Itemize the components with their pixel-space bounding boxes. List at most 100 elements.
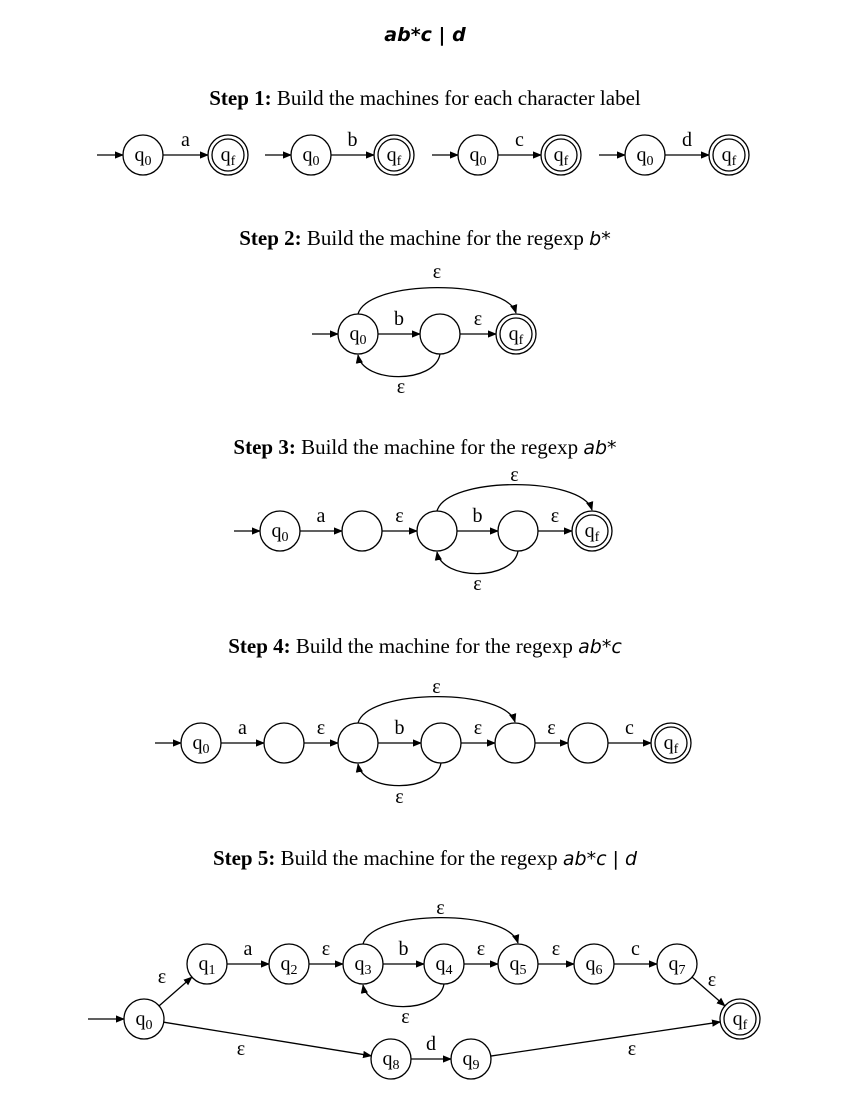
edge-label: ε	[322, 938, 330, 960]
epsilon-loop-arrow	[357, 287, 518, 315]
step-text: Build the machines for each character la…	[276, 86, 641, 110]
start-state: q0	[624, 134, 666, 176]
step-regex: ab*	[583, 437, 617, 459]
final-state: qf	[719, 998, 761, 1040]
edge-label: c	[625, 717, 634, 739]
final-state: qf	[571, 510, 613, 552]
edge-label: ε	[628, 1038, 636, 1060]
final-state: qf	[540, 134, 582, 176]
transition-arrow	[158, 976, 193, 1007]
epsilon-loop-arrow	[357, 696, 517, 724]
step-label: Step 5:	[212, 846, 276, 870]
edges	[88, 151, 726, 1063]
edge-label: ε	[317, 717, 325, 739]
edge-label: ε	[395, 786, 403, 808]
edge-label: c	[631, 938, 640, 960]
edge-label: ε	[401, 1006, 409, 1028]
epsilon-loop-arrow	[362, 917, 520, 945]
step-regex: ab*c | d	[562, 848, 638, 870]
edge-label: a	[238, 717, 247, 739]
state-q8: q8	[370, 1038, 412, 1080]
edge-label: ε	[474, 717, 482, 739]
final-state: qf	[650, 722, 692, 764]
step-1-title: Step 1: Build the machines for each char…	[0, 86, 850, 110]
state	[497, 510, 539, 552]
edge-label: ε	[547, 717, 555, 739]
step-text: Build the machine for the regexp	[301, 435, 579, 459]
edge-label: b	[348, 129, 358, 151]
edge-label: ε	[237, 1038, 245, 1060]
edge-label: b	[473, 505, 483, 527]
step-text: Build the machine for the regexp	[280, 846, 558, 870]
step-label: Step 4:	[228, 634, 291, 658]
start-state: q0	[180, 722, 222, 764]
start-state: q0	[259, 510, 301, 552]
state-q4: q4	[423, 943, 465, 985]
edge-label: ε	[397, 376, 405, 398]
final-state: qf	[373, 134, 415, 176]
final-state: qf	[708, 134, 750, 176]
step-label: Step 3:	[233, 435, 296, 459]
edge-label: b	[399, 938, 409, 960]
step-3-title: Step 3: Build the machine for the regexp…	[0, 435, 850, 460]
state-q1: q1	[186, 943, 228, 985]
edge-label: d	[682, 129, 692, 151]
step-2-title: Step 2: Build the machine for the regexp…	[0, 226, 850, 251]
state-q2: q2	[268, 943, 310, 985]
start-state: q0	[122, 134, 164, 176]
edge-label: ε	[552, 938, 560, 960]
state	[494, 722, 536, 764]
edge-label: b	[394, 308, 404, 330]
edge-label: c	[515, 129, 524, 151]
step-regex: ab*c	[578, 636, 622, 658]
state	[341, 510, 383, 552]
start-state: q0	[337, 313, 379, 355]
state	[567, 722, 609, 764]
edge-label: a	[181, 129, 190, 151]
start-state: q0	[457, 134, 499, 176]
edge-label: ε	[436, 897, 444, 919]
transition-arrow	[490, 1019, 722, 1057]
transition-arrow	[163, 1021, 373, 1059]
epsilon-loop-arrow	[436, 484, 594, 512]
step-regex: b*	[589, 228, 611, 250]
epsilon-loop-arrow	[355, 762, 442, 787]
edge-label: ε	[477, 938, 485, 960]
edge-label: ε	[473, 573, 481, 595]
edge-label: ε	[510, 464, 518, 486]
state	[420, 722, 462, 764]
edge-label: a	[317, 505, 326, 527]
epsilon-loop-arrow	[360, 983, 445, 1008]
step-5-title: Step 5: Build the machine for the regexp…	[0, 846, 850, 871]
step-4-title: Step 4: Build the machine for the regexp…	[0, 634, 850, 659]
state-q9: q9	[450, 1038, 492, 1080]
epsilon-loop-arrow	[355, 353, 441, 378]
header-regex: ab*c | d	[384, 24, 466, 46]
edge-label: a	[244, 938, 253, 960]
edge-label: ε	[432, 676, 440, 698]
edge-label: ε	[474, 308, 482, 330]
step-text: Build the machine for the regexp	[295, 634, 573, 658]
state-q0: q0	[123, 998, 165, 1040]
edge-label: ε	[433, 261, 441, 283]
state	[419, 313, 461, 355]
state-q5: q5	[497, 943, 539, 985]
edge-label: ε	[158, 966, 166, 988]
edge-label: ε	[395, 505, 403, 527]
state-q7: q7	[656, 943, 698, 985]
state	[416, 510, 458, 552]
state	[263, 722, 305, 764]
start-state: q0	[290, 134, 332, 176]
final-state: qf	[207, 134, 249, 176]
final-state: qf	[495, 313, 537, 355]
step-label: Step 2:	[239, 226, 302, 250]
edge-label: ε	[708, 969, 716, 991]
state-q3: q3	[342, 943, 384, 985]
transition-arrow	[691, 976, 726, 1007]
state	[337, 722, 379, 764]
edge-label: ε	[551, 505, 559, 527]
step-label: Step 1:	[209, 86, 272, 110]
states: q0 qf q0 qf q0 qf q0 qf q0 qf q0 qf q0 qf q0 q1 q2 q3 q4 q5…	[122, 134, 761, 1080]
